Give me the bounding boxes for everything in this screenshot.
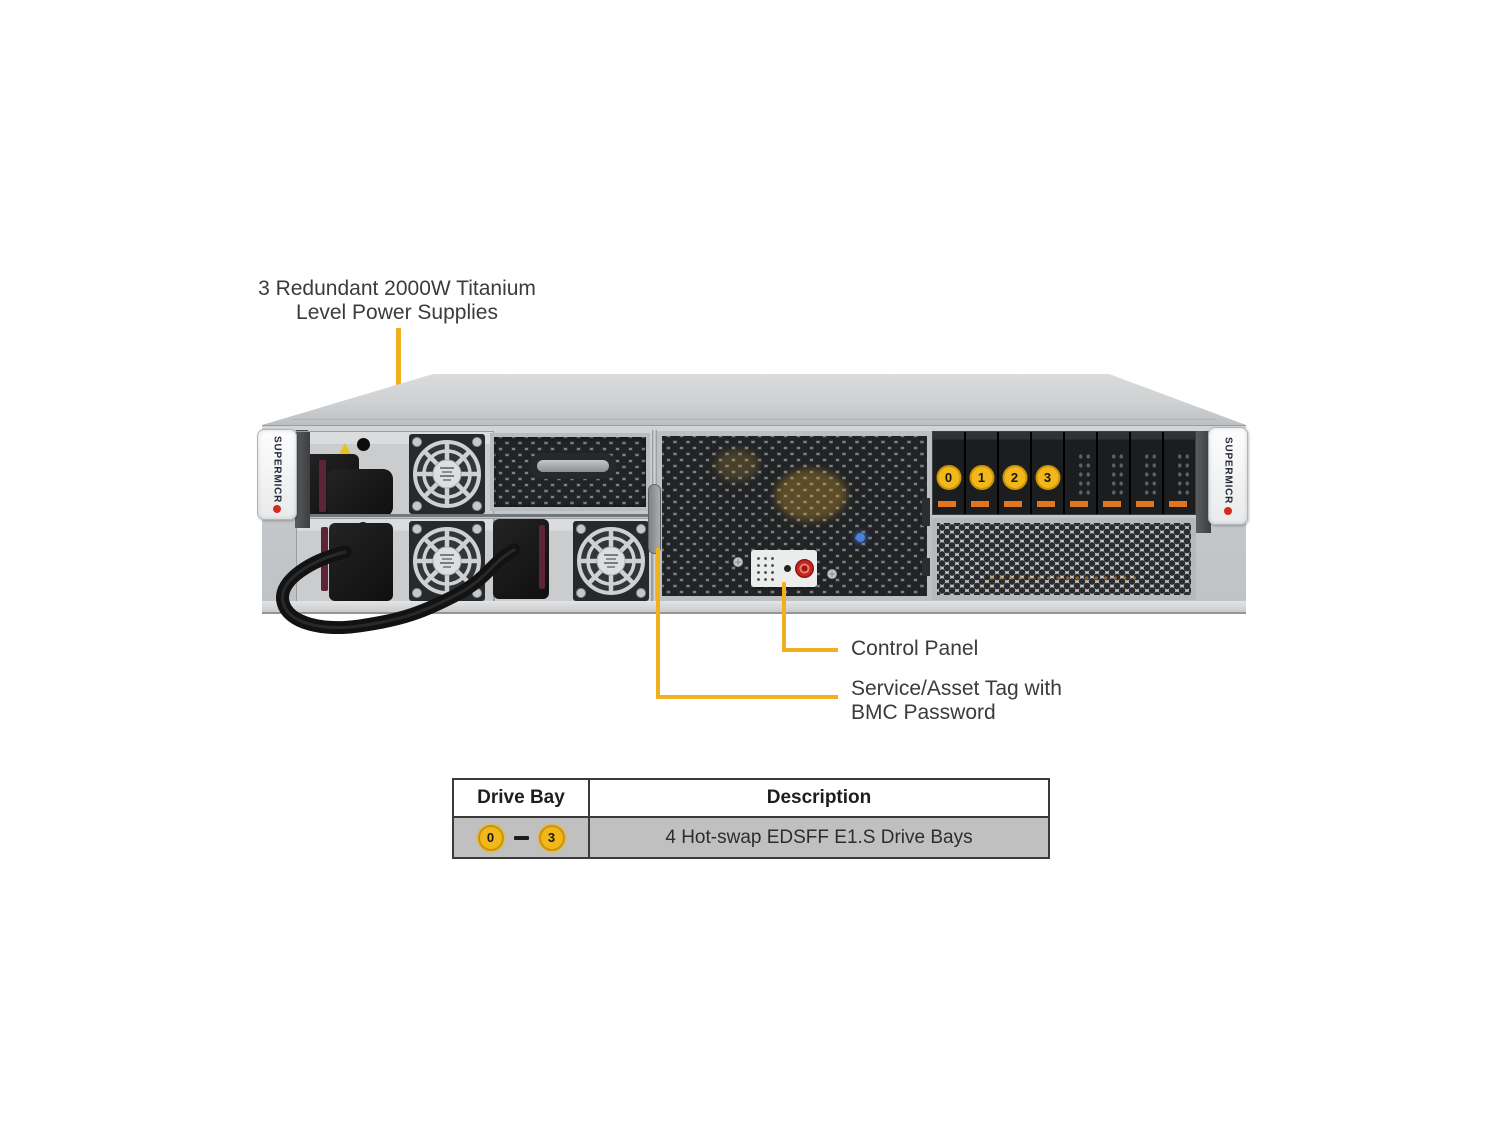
drive-bay-table: Drive Bay Description 0 3 4 Hot-swap EDS… bbox=[452, 778, 1050, 859]
mesh-glow bbox=[715, 449, 759, 481]
drive-bay-slot-1: 1 bbox=[964, 432, 997, 514]
power-button bbox=[795, 559, 814, 578]
service-asset-tag bbox=[648, 484, 661, 554]
logo-dot-icon bbox=[273, 505, 281, 514]
screw-icon bbox=[733, 557, 744, 568]
control-panel-callout-label: Control Panel bbox=[851, 637, 979, 660]
psu-vent-hole bbox=[357, 438, 370, 451]
center-mesh-panel bbox=[657, 431, 932, 601]
lower-mesh bbox=[937, 523, 1191, 595]
service-tag-callout-line bbox=[656, 548, 660, 699]
psu-module-1 bbox=[296, 431, 494, 517]
psu-cable-clip bbox=[327, 469, 393, 517]
chassis-lid bbox=[262, 374, 1246, 425]
psu-callout-line2: Level Power Supplies bbox=[296, 301, 498, 324]
supermicro-logo-text: SUPERMICR bbox=[271, 435, 283, 504]
service-tag-callout-line2: BMC Password bbox=[851, 701, 996, 724]
drive-bay-latch bbox=[1168, 501, 1187, 507]
logo-dot-icon bbox=[1224, 506, 1232, 515]
psu-callout-line1: 3 Redundant 2000W Titanium bbox=[258, 277, 536, 300]
server-illustration: 0 1 2 3 bbox=[257, 374, 1248, 634]
power-cable bbox=[276, 543, 521, 634]
filler-handle-bar bbox=[537, 460, 609, 472]
service-tag-callout-label: Service/Asset Tag with BMC Password bbox=[851, 677, 1062, 725]
filler-handle bbox=[530, 453, 616, 479]
table-header-row: Drive Bay Description bbox=[454, 780, 1048, 816]
reset-button bbox=[784, 565, 791, 572]
table-cell-drive-bay: 0 3 bbox=[454, 818, 590, 857]
control-panel-plate bbox=[751, 550, 817, 587]
rack-ear-right: SUPERMICR bbox=[1208, 427, 1248, 525]
warning-icon bbox=[339, 443, 351, 454]
drive-bay-slot-5 bbox=[1096, 432, 1129, 514]
bay-badge-last: 3 bbox=[538, 824, 565, 851]
drive-bay-badge-1: 1 bbox=[969, 465, 994, 490]
chassis-base bbox=[262, 601, 1246, 614]
mesh-orange-dots bbox=[987, 574, 1137, 582]
supermicro-logo-text: SUPERMICR bbox=[1222, 437, 1234, 505]
psu-callout-label: 3 Redundant 2000W Titanium Level Power S… bbox=[247, 277, 547, 325]
table-data-row: 0 3 4 Hot-swap EDSFF E1.S Drive Bays bbox=[454, 816, 1048, 857]
drive-bay-latch bbox=[1036, 501, 1055, 507]
psu-release-latch bbox=[319, 460, 326, 512]
drive-bay-slot-3: 3 bbox=[1030, 432, 1063, 514]
rack-ear-left: SUPERMICR bbox=[257, 429, 297, 520]
ear-bracket-right bbox=[1196, 431, 1211, 533]
drive-bay-slot-7 bbox=[1162, 432, 1195, 514]
psu-row-seam bbox=[296, 514, 652, 517]
service-tag-callout-line bbox=[656, 695, 838, 699]
blue-led bbox=[856, 533, 865, 542]
lower-mesh-panel bbox=[932, 518, 1196, 600]
chassis-front-panel: 0 1 2 3 bbox=[257, 425, 1248, 602]
bay-badge-first: 0 bbox=[477, 824, 504, 851]
table-header-description: Description bbox=[766, 787, 872, 808]
psu-release-latch bbox=[539, 525, 545, 589]
psu-callout-line bbox=[396, 328, 401, 434]
table-header-drive-bay: Drive Bay bbox=[454, 780, 590, 816]
drive-bay-latch bbox=[1003, 501, 1022, 507]
psu-fan-icon bbox=[573, 521, 649, 601]
control-panel-callout-line bbox=[782, 582, 786, 652]
drive-bay-slot-6 bbox=[1129, 432, 1162, 514]
drive-bay-latch bbox=[937, 501, 956, 507]
screw-icon bbox=[827, 569, 838, 580]
psu-blank-filler bbox=[490, 433, 650, 511]
drive-bay-latch bbox=[1102, 501, 1121, 507]
center-mesh bbox=[662, 436, 927, 596]
drive-bay-badge-3: 3 bbox=[1035, 465, 1060, 490]
control-panel-callout-line bbox=[782, 648, 838, 652]
drive-bay-latch bbox=[1135, 501, 1154, 507]
drive-bay-slot-0: 0 bbox=[933, 432, 964, 514]
drive-bay-latch bbox=[1069, 501, 1088, 507]
mesh-glow bbox=[775, 469, 847, 521]
led-indicator-icons bbox=[755, 555, 777, 582]
psu-ac-plug bbox=[329, 523, 393, 601]
drive-bays: 0 1 2 3 bbox=[932, 431, 1196, 515]
drive-bay-badge-2: 2 bbox=[1002, 465, 1027, 490]
psu-fan-icon bbox=[409, 434, 485, 514]
service-tag-callout-line1: Service/Asset Tag with bbox=[851, 677, 1062, 700]
drive-bay-badge-0: 0 bbox=[936, 465, 961, 490]
drive-bay-slot-4 bbox=[1063, 432, 1096, 514]
chassis-mark bbox=[922, 498, 930, 526]
chassis-mark bbox=[922, 558, 930, 576]
ear-bracket-left bbox=[295, 432, 310, 528]
drive-bay-slot-2: 2 bbox=[997, 432, 1030, 514]
range-dash-icon bbox=[513, 835, 529, 840]
table-cell-description: 4 Hot-swap EDSFF E1.S Drive Bays bbox=[665, 826, 973, 848]
drive-bay-latch bbox=[970, 501, 989, 507]
